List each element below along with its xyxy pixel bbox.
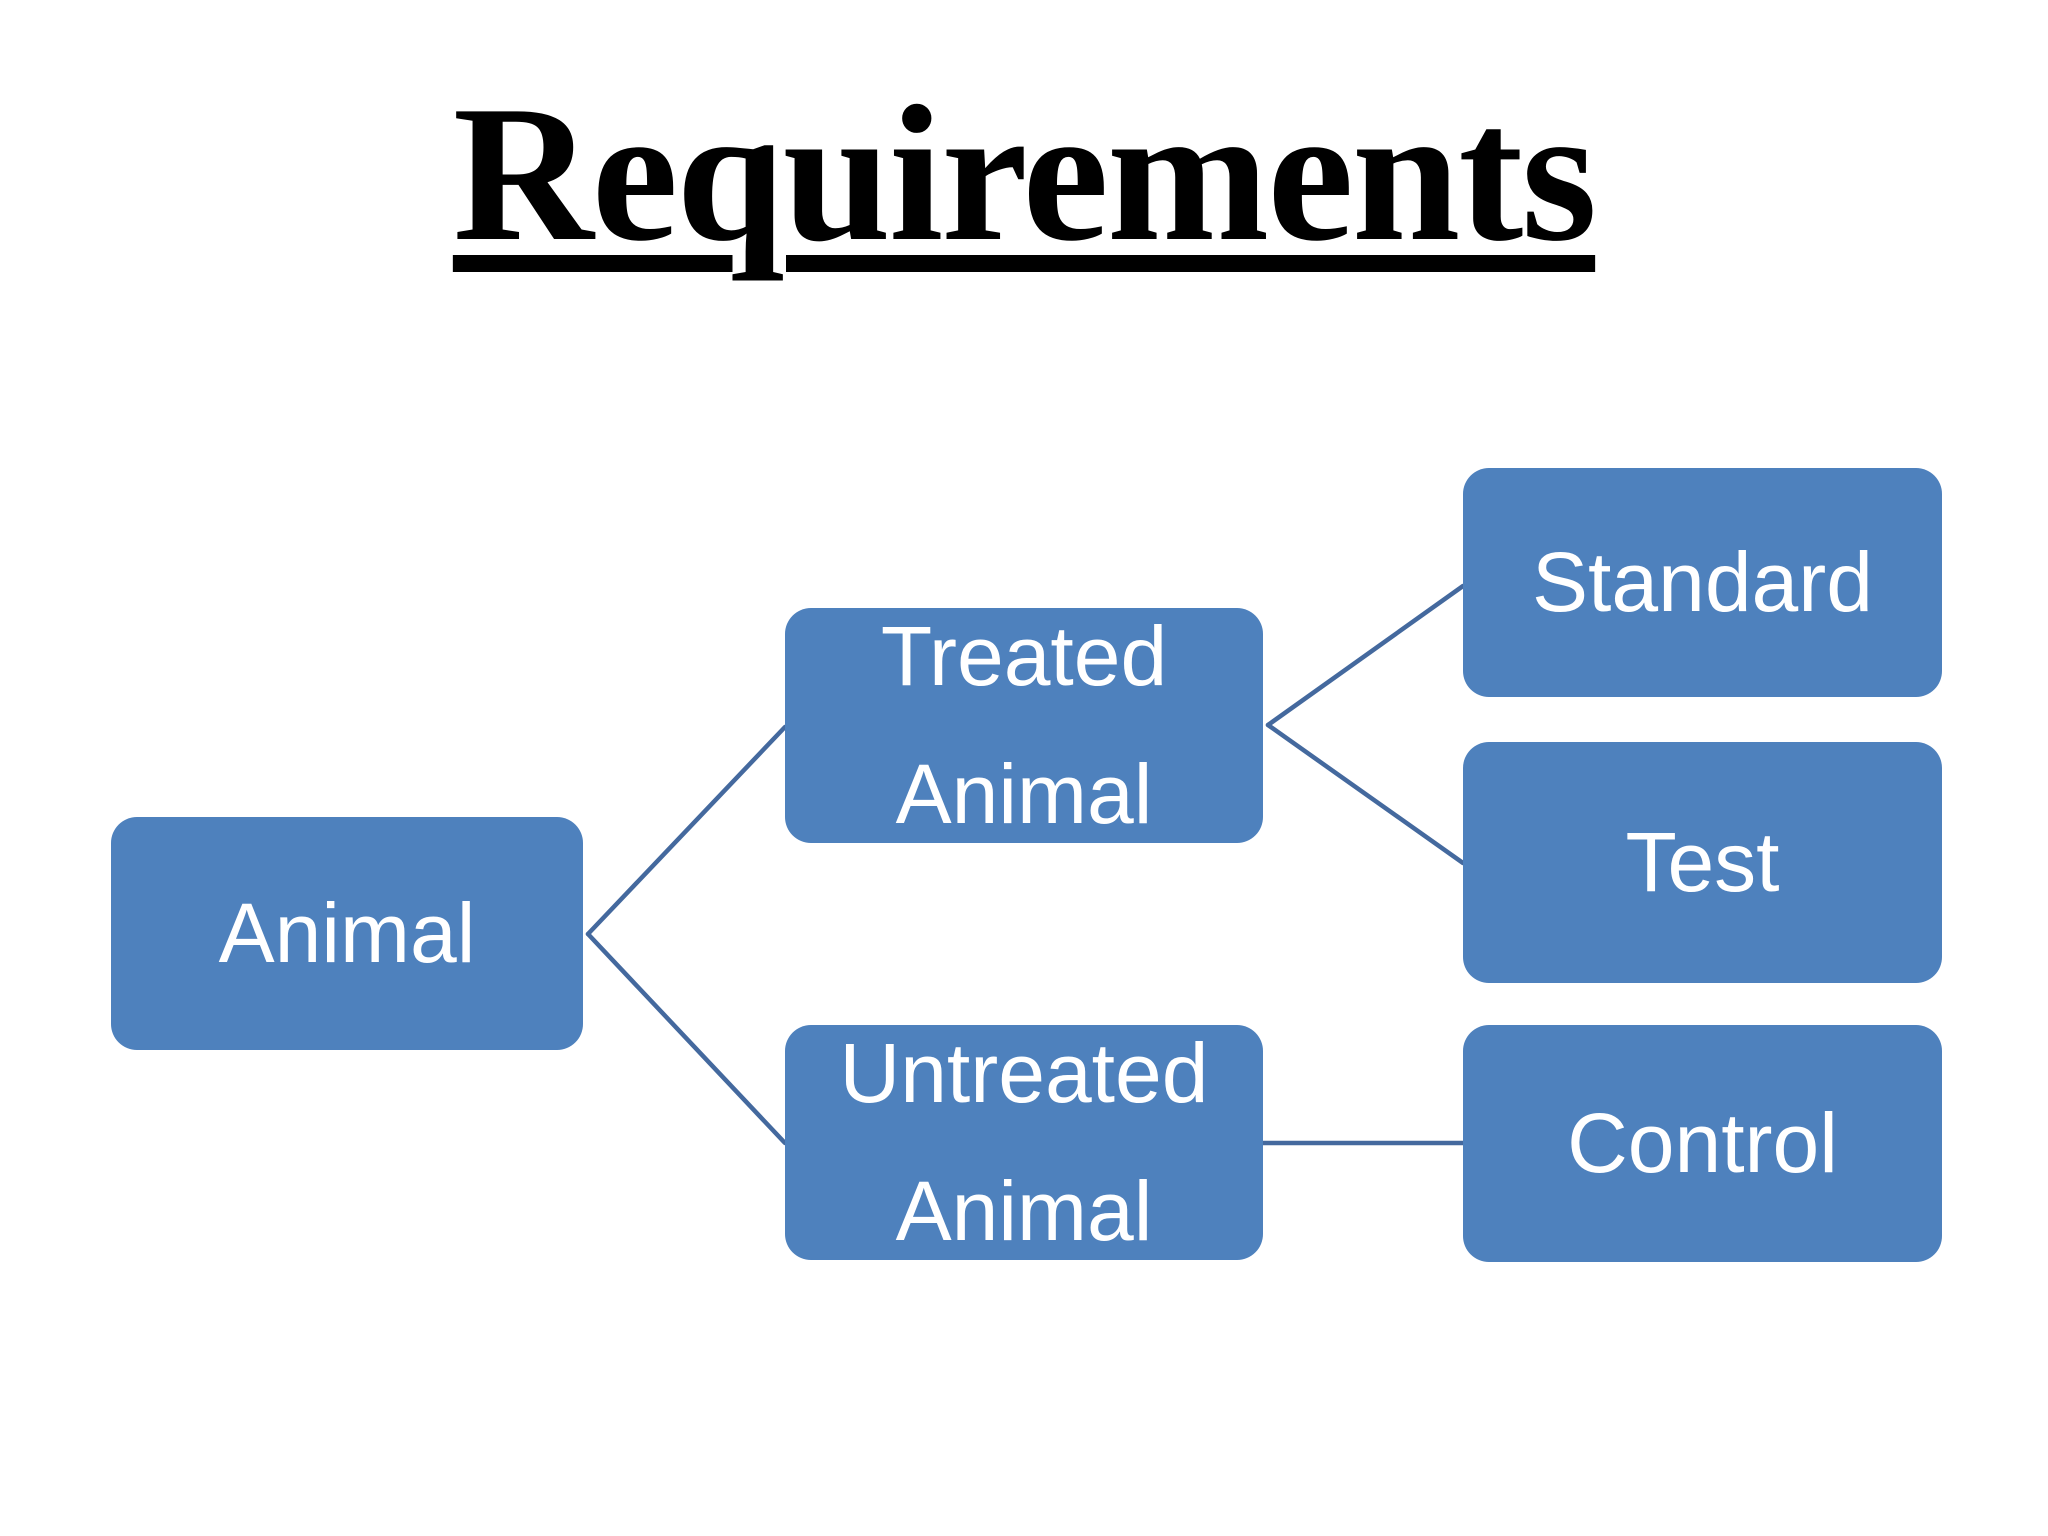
node-standard: Standard: [1463, 468, 1942, 697]
connector-animal-untreated: [585, 931, 788, 1146]
node-untreated-animal: Untreated Animal: [785, 1025, 1263, 1260]
node-control: Control: [1463, 1025, 1942, 1262]
page-title: Requirements: [452, 66, 1597, 282]
node-animal: Animal: [111, 817, 583, 1050]
connector-treated-standard: [1265, 583, 1466, 728]
connector-animal-treated: [585, 724, 788, 937]
node-test: Test: [1463, 742, 1942, 983]
node-treated-animal: Treated Animal: [785, 608, 1263, 843]
connector-treated-test: [1265, 722, 1466, 866]
